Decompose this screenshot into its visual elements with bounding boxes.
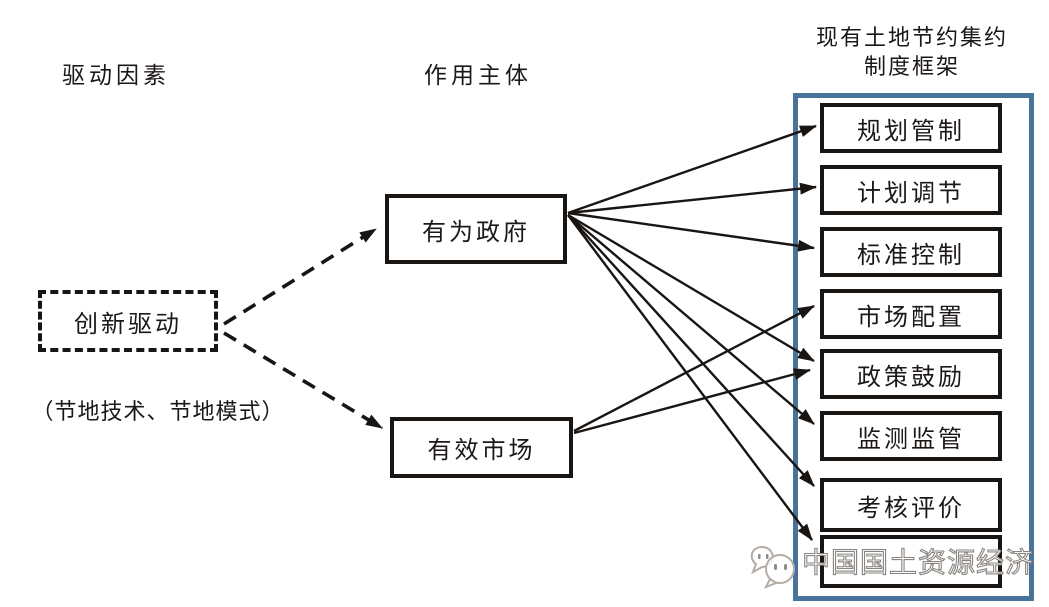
framework-item-assessment-evaluation: 考核评价 xyxy=(820,478,1002,532)
framework-item-label: 标准控制 xyxy=(857,240,965,269)
framework-item-label: 市场配置 xyxy=(857,302,965,331)
edge-market-to-market-allocation xyxy=(573,304,815,433)
node-innovation-driver: 创新驱动 xyxy=(38,290,218,352)
framework-item-label: 考核评价 xyxy=(857,493,965,522)
edge-government-to-monitoring-supervision xyxy=(567,214,815,425)
edge-driver-to-government xyxy=(223,227,377,326)
driver-note: （节地技术、节地模式） xyxy=(31,400,285,425)
edge-government-to-plan-adjustment xyxy=(567,182,817,215)
edge-government-to-planning-regulation xyxy=(567,124,817,215)
framework-item-standard-control: 标准控制 xyxy=(820,227,1002,277)
framework-item-market-allocation: 市场配置 xyxy=(820,289,1002,339)
column-label-agent: 作用主体 xyxy=(424,63,532,89)
edge-government-to-item8 xyxy=(567,214,813,541)
column-label-framework: 现有土地节约集约 制度框架 xyxy=(788,24,1036,82)
node-market: 有效市场 xyxy=(390,417,573,478)
node-government: 有为政府 xyxy=(385,194,567,264)
framework-item-plan-adjustment: 计划调节 xyxy=(820,165,1002,215)
edge-government-to-standard-control xyxy=(567,211,815,252)
edge-market-to-policy-incentive xyxy=(573,368,811,435)
wechat-bubble-eyes xyxy=(758,554,787,570)
framework-item-label: 规划管制 xyxy=(857,116,965,145)
node-market-label: 有效市场 xyxy=(427,436,536,464)
framework-title-line1: 现有土地节约集约 xyxy=(815,26,1008,51)
framework-item-policy-incentive: 政策鼓励 xyxy=(820,349,1002,399)
node-government-label: 有为政府 xyxy=(422,217,530,246)
framework-title-line2: 制度框架 xyxy=(863,55,960,80)
node-innovation-driver-label: 创新驱动 xyxy=(74,309,182,338)
framework-item-label: 监测监管 xyxy=(857,424,965,453)
column-label-driver: 驱动因素 xyxy=(62,63,170,89)
framework-item-label: 计划调节 xyxy=(857,178,965,207)
framework-item-planning-regulation: 规划管制 xyxy=(820,103,1002,153)
edge-government-to-assessment-evaluation xyxy=(567,214,815,487)
framework-item-8-obscured xyxy=(820,535,1002,588)
framework-item-label: 政策鼓励 xyxy=(857,362,965,391)
framework-item-monitoring-supervision: 监测监管 xyxy=(820,411,1002,461)
wechat-bubbles-icon xyxy=(750,546,795,589)
edge-government-to-policy-incentive xyxy=(567,213,815,363)
